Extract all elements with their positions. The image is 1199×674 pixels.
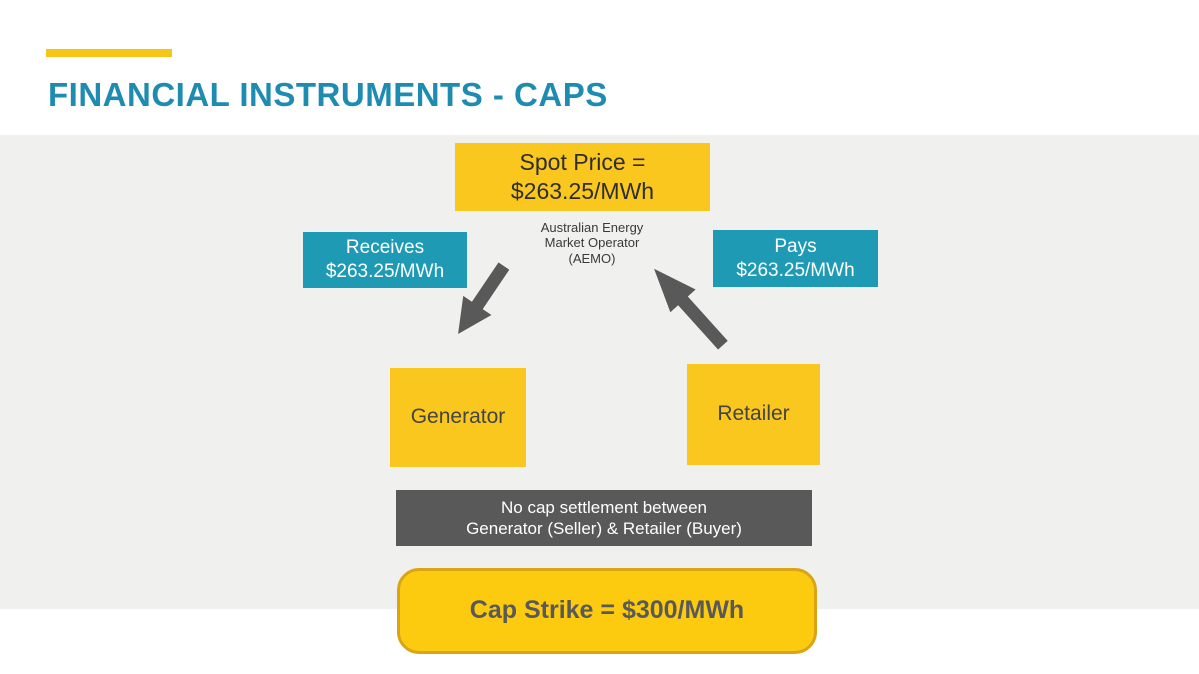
pays-box: Pays $263.25/MWh [713, 230, 878, 287]
retailer-label: Retailer [717, 402, 790, 426]
receives-box: Receives $263.25/MWh [303, 232, 467, 288]
generator-box: Generator [390, 368, 526, 467]
settlement-line1: No cap settlement between [500, 497, 707, 517]
pays-line1: Pays [774, 235, 817, 257]
aemo-line3: (AEMO) [568, 250, 616, 266]
retailer-box: Retailer [687, 364, 820, 465]
cap-strike-label: Cap Strike = $300/MWh [469, 596, 745, 625]
aemo-label: Australian Energy Market Operator (AEMO) [512, 220, 672, 266]
receives-line1: Receives [345, 237, 425, 259]
spot-price-box: Spot Price = $263.25/MWh [455, 143, 710, 211]
pays-line2: $263.25/MWh [736, 259, 855, 281]
generator-label: Generator [410, 405, 506, 429]
page-title: FINANCIAL INSTRUMENTS - CAPS [48, 76, 608, 113]
receives-line2: $263.25/MWh [325, 261, 445, 282]
spot-price-line1: Spot Price = [519, 149, 646, 176]
settlement-note-box: No cap settlement between Generator (Sel… [396, 490, 812, 546]
aemo-line2: Market Operator [544, 235, 640, 251]
cap-strike-box: Cap Strike = $300/MWh [397, 568, 817, 654]
title-accent-bar [46, 49, 172, 57]
aemo-line1: Australian Energy [540, 220, 644, 235]
settlement-line2: Generator (Seller) & Retailer (Buyer) [466, 519, 742, 538]
spot-price-line2: $263.25/MWh [510, 178, 655, 204]
